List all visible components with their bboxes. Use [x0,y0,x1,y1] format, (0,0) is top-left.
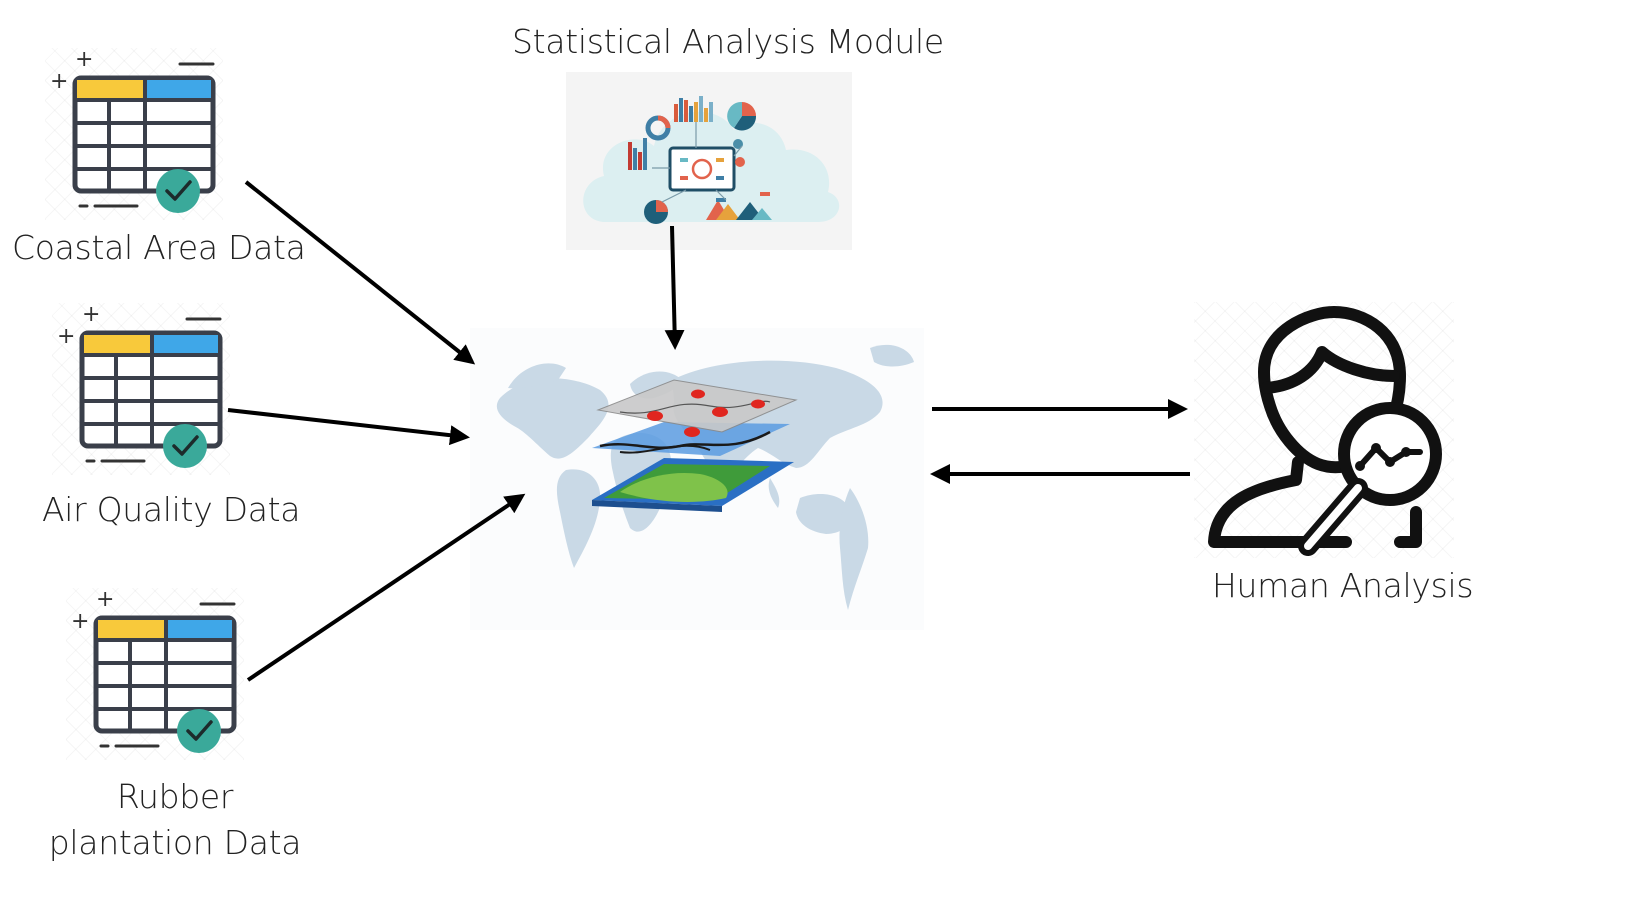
statistical-module-label: Statistical Analysis Module [512,22,944,61]
coastal-area-label: Coastal Area Data [12,228,306,267]
rubber-plantation-table-icon: + + [66,588,244,760]
human-analysis-label: Human Analysis [1212,566,1474,605]
gis-world-map-layers-icon [470,328,924,630]
svg-text:+: + [82,303,100,327]
person-magnifier-icon [1194,302,1454,558]
arrow-module-to-map [664,225,685,350]
rubber-plantation-label: Rubber plantation Data [48,777,302,862]
svg-text:+: + [71,609,89,634]
cloud-analytics-icon [566,72,852,250]
air-quality-table-icon: + + [52,303,230,475]
arrow-rubber-to-map [246,493,526,682]
svg-text:+: + [50,69,68,94]
arrow-air-quality-to-map [227,408,470,446]
svg-text:+: + [75,48,93,72]
svg-text:+: + [96,588,114,612]
arrow-coastal-to-map [244,180,476,365]
svg-text:+: + [57,324,75,349]
coastal-table-icon: + + [45,48,223,220]
air-quality-label: Air Quality Data [42,490,301,529]
